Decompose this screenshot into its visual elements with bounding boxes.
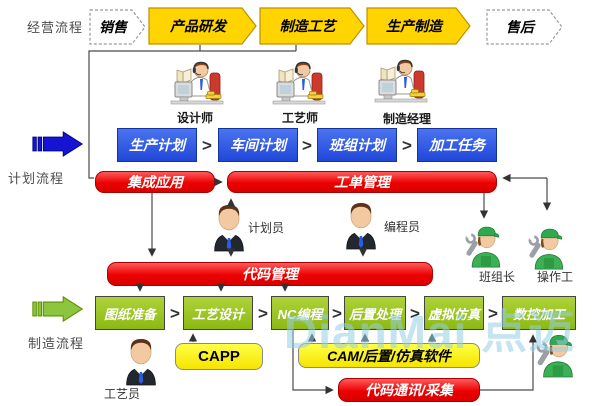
chain-separator: >	[202, 136, 212, 155]
chain-separator: >	[170, 304, 180, 323]
manufacturing-lane-arrow-icon	[32, 294, 84, 329]
programmer-label: 编程员	[384, 220, 421, 234]
programmer-icon	[338, 200, 384, 255]
manufacturing-manager-desk-icon	[366, 58, 438, 108]
chain-separator: >	[402, 136, 412, 155]
planner-icon	[206, 202, 252, 257]
chain-step-aftersales: 售后	[486, 9, 564, 45]
team-leader-label: 班组长	[479, 270, 516, 284]
mfg-step-nc-programming: NC编程	[271, 296, 329, 330]
chain-step-label: 制造工艺	[279, 18, 336, 34]
designer-desk-icon	[162, 60, 234, 110]
mfg-step-process-design: 工艺设计	[183, 296, 253, 330]
chain-separator: >	[410, 304, 420, 323]
machine-operator-icon	[534, 330, 580, 383]
plan-step-workshop-plan: 车间计划	[218, 128, 298, 162]
chain-step-production: 生产制造	[366, 7, 472, 45]
plan-step-team-plan: 班组计划	[317, 128, 397, 162]
chain-step-label: 销售	[99, 19, 127, 35]
dashed-chevron-shape	[89, 9, 146, 45]
manufacturing-lane-label: 制造流程	[28, 336, 85, 351]
capp-software-box: CAPP	[175, 343, 263, 370]
mfg-step-drawing-prep: 图纸准备	[95, 296, 165, 330]
team-leader-icon	[463, 222, 507, 273]
designer-label: 设计师	[176, 111, 213, 125]
chain-step-sales: 销售	[89, 9, 147, 45]
yellow-chevron-shape	[366, 7, 471, 45]
process-technician-label: 工艺员	[104, 387, 141, 401]
planning-lane-arrow-icon	[32, 129, 84, 164]
chain-step-label: 生产制造	[386, 18, 442, 34]
yellow-chevron-shape	[259, 7, 365, 45]
chain-separator: >	[302, 136, 312, 155]
manufacturing-manager-label: 制造经理	[382, 112, 431, 126]
chain-separator: >	[332, 304, 342, 323]
cam-software-box: CAM/后置/仿真软件	[298, 343, 480, 368]
business-lane-label: 经营流程	[27, 20, 84, 35]
chain-step-label: 售后	[506, 19, 534, 35]
work-order-management-bar: 工单管理	[227, 171, 497, 193]
process-technician-icon	[118, 336, 164, 391]
chain-separator: >	[488, 304, 498, 323]
process-engineer-desk-icon	[264, 60, 336, 110]
dashed-chevron-shape	[486, 9, 563, 45]
yellow-chevron-shape	[148, 7, 257, 45]
chain-step-process: 制造工艺	[259, 7, 366, 45]
planner-label: 计划员	[248, 221, 285, 235]
chain-step-label: 产品研发	[170, 18, 226, 34]
plan-step-production-plan: 生产计划	[117, 128, 197, 162]
process-engineer-label: 工艺师	[281, 111, 318, 125]
operator-label: 操作工	[537, 270, 574, 284]
chain-step-rnd: 产品研发	[148, 7, 258, 45]
chain-separator: >	[258, 304, 268, 323]
mfg-step-cnc-machining: 数控加工	[502, 296, 576, 330]
code-management-bar: 代码管理	[107, 262, 433, 286]
code-comm-collection-bar: 代码通讯/采集	[338, 378, 480, 402]
planning-lane-label: 计划流程	[8, 171, 65, 186]
plan-step-machining-task: 加工任务	[417, 128, 497, 162]
integration-app-bar: 集成应用	[95, 171, 215, 193]
mfg-step-virtual-simulation: 虚拟仿真	[424, 296, 484, 330]
mfg-step-post-processing: 后置处理	[344, 296, 406, 330]
